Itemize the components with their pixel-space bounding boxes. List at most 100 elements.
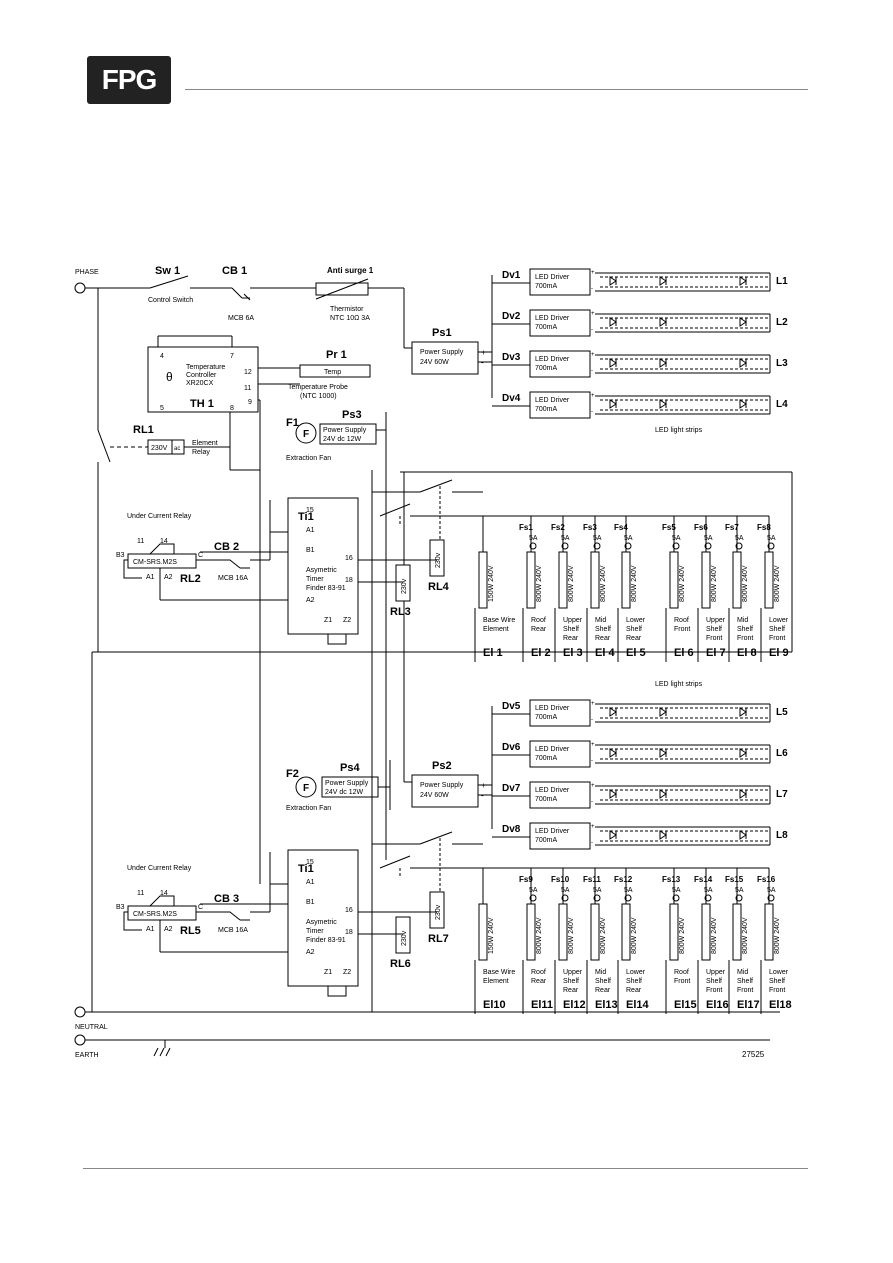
s1-timer-line-1: Asymetric	[306, 567, 337, 574]
s2-element-desc-3-3: Rear	[563, 987, 579, 994]
s1-relay-b-label: RL4	[428, 581, 450, 593]
cb1-desc: MCB 6A	[228, 315, 254, 322]
s1-timer-pin-16: 16	[345, 555, 353, 562]
top-ps-box	[411, 341, 479, 375]
s2-element-name-7: El16	[706, 999, 729, 1011]
s1-element-desc-3-3: Rear	[563, 635, 579, 642]
s1-element-name-2: El 2	[531, 647, 551, 659]
s1-element-desc-9-1: Lower	[769, 617, 789, 624]
s1-element-desc-7-2: Shelf	[706, 626, 722, 633]
fan-f2-desc: Extraction Fan	[286, 805, 331, 812]
s1-cb-label: CB 2	[214, 541, 239, 553]
s1-element-desc-2-1: Roof	[531, 617, 546, 624]
bottom-driver-line1-2: LED Driver	[535, 746, 570, 753]
s2-element-rating-1: 150W 240V	[488, 917, 495, 954]
s2-fuse-rating-6: 5A	[704, 887, 713, 894]
s2-cm-srs-box	[127, 905, 197, 921]
top-drv-plus-1: +	[591, 270, 595, 276]
rl1-label: RL1	[133, 424, 154, 436]
s1-rl-label: RL2	[180, 573, 201, 585]
s1-timer-pin-a1: A1	[306, 527, 315, 534]
s2-element-desc-6-1: Roof	[674, 969, 689, 976]
s2-fuse-rating-7: 5A	[735, 887, 744, 894]
s2-element-coil-5	[621, 903, 631, 961]
s1-element-coil-9	[764, 551, 774, 609]
s1-relay-a-label: RL3	[390, 606, 411, 618]
sw1-label: Sw 1	[155, 265, 180, 277]
s2-element-name-5: El14	[626, 999, 650, 1011]
s1-ti-label: Ti1	[298, 511, 314, 523]
s1-relay-a-coil	[395, 564, 411, 602]
top-driver-box-3	[529, 350, 591, 378]
s2-fuse-name-3: Fs11	[583, 875, 601, 884]
top-driver-line2-1: 700mA	[535, 283, 558, 290]
s2-element-desc-9-3: Front	[769, 987, 785, 994]
controller-line-3: XR20CX	[186, 380, 214, 387]
s2-element-desc-4-2: Shelf	[595, 978, 611, 985]
s1-timer-pin-z2: Z2	[343, 617, 351, 624]
led-diode	[609, 707, 617, 717]
s1-element-rating-6: 800W 240V	[679, 565, 686, 602]
top-drv-minus-4: -	[591, 409, 593, 415]
cb1-breaker	[231, 287, 251, 301]
phase-terminal	[74, 282, 86, 294]
led-diode	[739, 789, 747, 799]
bottom-dv-label-1: Dv5	[502, 701, 521, 712]
s2-element-coil-4	[590, 903, 600, 961]
bottom-drv-plus-1: +	[591, 701, 595, 707]
top-driver-box-1	[529, 268, 591, 296]
thermistor-label: Thermistor	[330, 306, 364, 313]
fan-f2-symbol: F	[303, 783, 309, 794]
s2-fuse-rating-4: 5A	[624, 887, 633, 894]
th1-pin-p5: 5	[160, 405, 164, 412]
s2-relay-pin-a2: A2	[164, 926, 173, 933]
led-diode	[739, 748, 747, 758]
s1-element-desc-8-1: Mid	[737, 617, 748, 624]
led-diode	[739, 276, 747, 286]
s2-element-desc-9-2: Shelf	[769, 978, 785, 985]
s2-timer-box	[287, 849, 359, 987]
s1-element-desc-1-1: Base Wire	[483, 617, 515, 624]
s1-relay-pin-11: 11	[137, 538, 144, 545]
s2-timer-line-1: Asymetric	[306, 919, 337, 926]
th1-pin-p8: 8	[230, 405, 234, 412]
top-dv-label-1: Dv1	[502, 270, 521, 281]
led-diode	[659, 317, 667, 327]
s1-fuse-name-8: Fs8	[757, 523, 771, 532]
thermistor-slash	[315, 278, 369, 300]
figure-number: 27525	[742, 1050, 765, 1059]
s2-relay-b-coil-label: 230v	[435, 904, 442, 920]
s2-relay-a-coil-label: 230v	[401, 930, 408, 946]
bottom-driver-box-2	[529, 740, 591, 768]
probe-spec: (NTC 1000)	[300, 393, 337, 400]
pr1-label: Pr 1	[326, 349, 347, 361]
temp-probe-box-label: Temp	[324, 369, 341, 376]
s2-element-desc-9-1: Lower	[769, 969, 789, 976]
led-diode	[659, 748, 667, 758]
s2-element-name-1: El10	[483, 999, 506, 1011]
rl1-contact	[97, 288, 111, 652]
s2-rl-label: RL5	[180, 925, 201, 937]
th1-pin-p4: 4	[160, 353, 164, 360]
s1-fuse-name-5: Fs5	[662, 523, 676, 532]
s2-element-rating-6: 800W 240V	[679, 917, 686, 954]
s1-fuse-name-7: Fs7	[725, 523, 739, 532]
led-diode	[659, 789, 667, 799]
s1-element-desc-2-2: Rear	[531, 626, 547, 633]
top-driver-box-4	[529, 391, 591, 419]
s1-fuse-rating-3: 5A	[593, 535, 602, 542]
top-driver-line1-2: LED Driver	[535, 315, 570, 322]
led-diode	[609, 399, 617, 409]
ps4-line-2: 24V dc 12W	[325, 789, 364, 796]
s1-element-desc-4-3: Rear	[595, 635, 611, 642]
s1-element-name-4: El 4	[595, 647, 615, 659]
s1-relay-contact	[149, 543, 175, 555]
top-driver-line1-3: LED Driver	[535, 356, 570, 363]
s2-mcb-label: MCB 16A	[218, 927, 248, 934]
top-drv-plus-4: +	[591, 393, 595, 399]
s2-element-rating-3: 800W 240V	[568, 917, 575, 954]
bottom-drv-minus-3: -	[591, 799, 593, 805]
led-diode	[739, 830, 747, 840]
fan-f2	[295, 776, 317, 798]
s1-element-desc-9-2: Shelf	[769, 626, 785, 633]
